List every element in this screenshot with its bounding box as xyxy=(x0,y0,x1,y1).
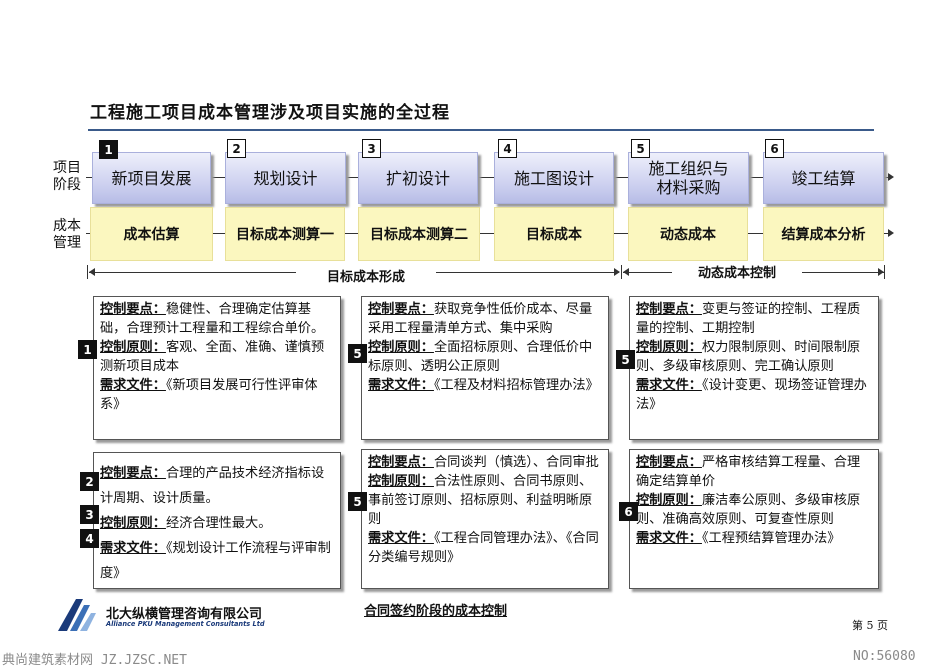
required-docs-text: 《工程合同管理办法》、《合同分类编号规则》 xyxy=(368,531,599,565)
control-principle-text: 全面招标原则、合理低价中标原则、透明公正原则 xyxy=(368,340,593,374)
control-points-text: 变更与签证的控制、工程质量的控制、工期控制 xyxy=(636,302,861,336)
watermark-left: 典尚建筑素材网 JZ.JZSC.NET xyxy=(2,653,187,668)
span-label-target-cost: 目标成本形成 xyxy=(296,266,436,285)
page-title: 工程施工项目成本管理涉及项目实施的全过程 xyxy=(90,103,450,123)
stage-label: 规划设计 xyxy=(253,168,318,188)
stage-preliminary-design: 扩初设计 xyxy=(358,152,478,204)
control-principle-text: 合法性原则、合同书原则、事前签订原则、招标原则、利益明晰原则 xyxy=(368,474,593,527)
control-principle-label: 控制原则： xyxy=(368,340,434,355)
control-points-label: 控制要点： xyxy=(368,455,434,470)
span-arrow-right xyxy=(878,268,884,276)
required-docs-label: 需求文件： xyxy=(100,378,166,393)
cost-item: 目标成本 xyxy=(494,207,614,261)
card-number-badge: 3 xyxy=(80,505,99,524)
control-points-label: 控制要点： xyxy=(368,302,434,317)
span-tick xyxy=(87,265,88,279)
cost-item: 结算成本分析 xyxy=(763,207,884,261)
control-principle-text: 经济合理性最大。 xyxy=(165,516,272,531)
stage-label: 新项目发展 xyxy=(111,168,192,188)
title-rule xyxy=(88,129,874,131)
control-points-text: 获取竞争性低价成本、尽量采用工程量清单方式、集中采购 xyxy=(368,302,593,336)
cost-flow-line xyxy=(86,233,888,234)
control-card-settlement: 控制要点：严格审核结算工程量、合理确定结算单价 控制原则：廉洁奉公原则、多级审核… xyxy=(629,449,879,589)
company-name-cn: 北大纵横管理咨询有限公司 xyxy=(106,607,263,622)
cost-item: 成本估算 xyxy=(90,207,213,261)
company-logo-icon xyxy=(56,597,104,633)
control-points-label: 控制要点： xyxy=(636,302,702,317)
control-points-label: 控制要点： xyxy=(100,302,166,317)
control-principle-label: 控制原则： xyxy=(100,340,166,355)
control-points-text: 严格审核结算工程量、合理确定结算单价 xyxy=(636,455,861,489)
control-card-new-project: 控制要点：稳健性、合理确定估算基础，合理预计工程量和工程综合单价。 控制原则：客… xyxy=(93,296,341,440)
control-card-construction: 控制要点：变更与签证的控制、工程质量的控制、工期控制 控制原则：权力限制原则、时… xyxy=(629,296,879,440)
card-number-badge: 5 xyxy=(616,350,635,369)
control-principle-text: 客观、全面、准确、谨慎预测新项目成本 xyxy=(100,340,325,374)
control-points-text: 合同谈判（慎选）、合同审批 xyxy=(433,455,599,470)
control-principle-text: 权力限制原则、时间限制原则、多级审核原则、完工确认原则 xyxy=(636,340,861,374)
required-docs-text: 《工程及材料招标管理办法》 xyxy=(433,378,599,393)
stage-number-badge: 6 xyxy=(765,139,784,158)
card-number-badge: 6 xyxy=(619,502,638,521)
required-docs-text: 《工程预结算管理办法》 xyxy=(701,531,841,546)
cost-flow-arrow xyxy=(888,229,894,237)
required-docs-label: 需求文件： xyxy=(368,531,434,546)
watermark-right: NO:56080 xyxy=(853,649,916,664)
span-tick xyxy=(884,265,885,279)
required-docs-label: 需求文件： xyxy=(100,541,166,556)
required-docs-label: 需求文件： xyxy=(636,531,702,546)
card-number-badge: 1 xyxy=(78,340,97,359)
required-docs-text: 《规划设计工作流程与评审制度》 xyxy=(100,541,331,581)
stage-number-badge: 4 xyxy=(498,139,517,158)
stage-flow-line xyxy=(86,177,888,178)
stage-final-settlement: 竣工结算 xyxy=(763,152,884,204)
control-points-text: 合理的产品技术经济指标设计周期、设计质量。 xyxy=(100,466,325,506)
cost-item: 动态成本 xyxy=(628,207,748,261)
span-label-dynamic-control: 动态成本控制 xyxy=(672,262,802,281)
stage-planning-design: 规划设计 xyxy=(225,152,346,204)
stage-new-project: 新项目发展 xyxy=(92,152,211,204)
footer-bar xyxy=(0,645,950,671)
stage-label: 施工图设计 xyxy=(513,168,594,188)
stage-flow-arrow xyxy=(888,173,894,181)
cost-item: 目标成本测算二 xyxy=(358,207,480,261)
control-principle-label: 控制原则： xyxy=(636,340,702,355)
control-points-label: 控制要点： xyxy=(636,455,702,470)
contract-stage-caption: 合同签约阶段的成本控制 xyxy=(364,604,508,619)
control-card-contract: 控制要点：合同谈判（慎选）、合同审批 控制原则：合法性原则、合同书原则、事前签订… xyxy=(361,449,609,589)
control-points-label: 控制要点： xyxy=(100,466,166,481)
required-docs-label: 需求文件： xyxy=(636,378,702,393)
cost-item: 目标成本测算一 xyxy=(225,207,345,261)
row-label-cost: 成本 管理 xyxy=(53,218,81,251)
control-card-design: 控制要点：合理的产品技术经济指标设计周期、设计质量。 控制原则：经济合理性最大。… xyxy=(93,452,341,589)
row-label-stage: 项目 阶段 xyxy=(53,160,81,193)
stage-number-badge: 2 xyxy=(227,139,246,158)
stage-construction-drawings: 施工图设计 xyxy=(494,152,614,204)
control-card-tendering: 控制要点：获取竞争性低价成本、尽量采用工程量清单方式、集中采购 控制原则：全面招… xyxy=(361,296,609,440)
control-principle-label: 控制原则： xyxy=(100,516,166,531)
required-docs-text: 《新项目发展可行性评审体系》 xyxy=(100,378,318,412)
control-points-text: 稳健性、合理确定估算基础，合理预计工程量和工程综合单价。 xyxy=(100,302,325,336)
control-principle-text: 廉洁奉公原则、多级审核原则、准确高效原则、可复查性原则 xyxy=(636,493,861,527)
span-arrow-right xyxy=(614,268,620,276)
required-docs-text: 《设计变更、现场签证管理办法》 xyxy=(636,378,867,412)
stage-label: 竣工结算 xyxy=(791,168,856,188)
page-number: 第 5 页 xyxy=(852,619,888,632)
control-principle-label: 控制原则： xyxy=(368,474,434,489)
stage-label: 扩初设计 xyxy=(385,168,450,188)
card-number-badge: 5 xyxy=(348,344,367,363)
card-number-badge: 2 xyxy=(80,472,99,491)
card-number-badge: 5 xyxy=(348,492,367,511)
stage-number-badge: 3 xyxy=(362,139,381,158)
control-principle-label: 控制原则： xyxy=(636,493,702,508)
company-name-en: Alliance PKU Management Consultants Ltd xyxy=(106,620,265,628)
card-number-badge: 4 xyxy=(80,529,99,548)
stage-number-badge: 5 xyxy=(631,139,650,158)
span-tick xyxy=(621,265,622,279)
stage-label: 施工组织与 材料采购 xyxy=(648,159,729,197)
stage-organization-procurement: 施工组织与 材料采购 xyxy=(628,152,749,204)
stage-number-badge: 1 xyxy=(99,140,118,159)
required-docs-label: 需求文件： xyxy=(368,378,434,393)
